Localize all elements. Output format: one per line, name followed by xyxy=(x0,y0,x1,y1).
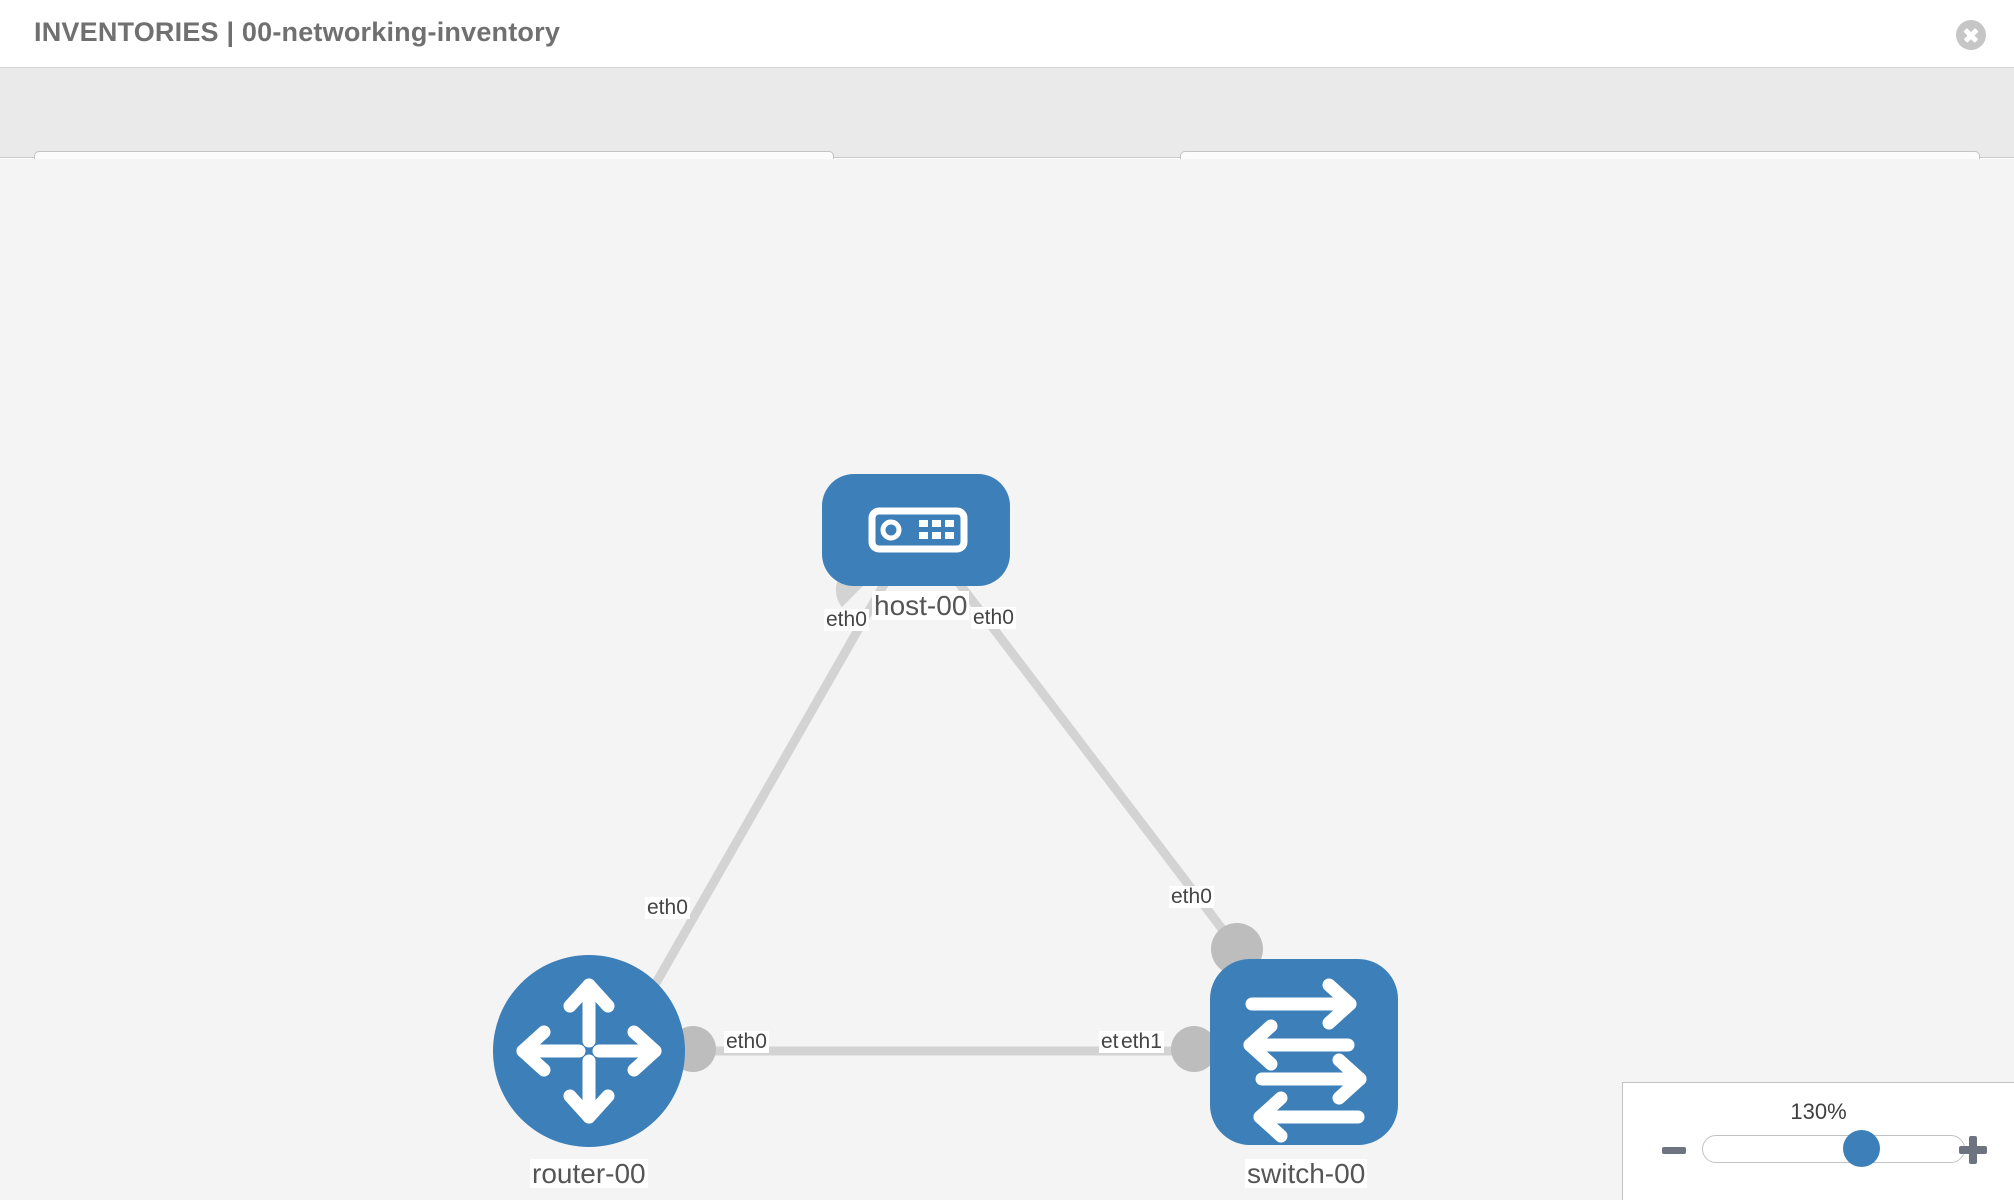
zoom-slider-thumb[interactable] xyxy=(1843,1130,1880,1167)
close-icon[interactable] xyxy=(1956,20,1986,50)
iface-label-switch-left-b: eth1 xyxy=(1119,1030,1164,1054)
iface-label-host-left: eth0 xyxy=(824,608,869,632)
zoom-level-value: 130% xyxy=(1790,1099,1847,1124)
page-header: INVENTORIES | 00-networking-inventory xyxy=(0,0,2014,68)
zoom-control-panel: 130% xyxy=(1622,1082,2014,1200)
iface-label-router-right: eth0 xyxy=(724,1030,769,1054)
zoom-slider[interactable] xyxy=(1702,1130,1965,1167)
iface-label-router-up: eth0 xyxy=(645,896,690,920)
node-router-00[interactable] xyxy=(493,955,685,1147)
node-switch-00[interactable] xyxy=(1210,959,1398,1145)
topology-graph xyxy=(493,474,1398,1147)
node-host-00[interactable] xyxy=(822,474,1010,586)
node-label-host-00: host-00 xyxy=(872,590,970,621)
plus-icon[interactable] xyxy=(1958,1135,1988,1165)
node-label-router-00: router-00 xyxy=(530,1158,648,1189)
edge-host-router xyxy=(636,571,894,1014)
topology-canvas[interactable]: host-00 router-00 switch-00 eth0 eth0 et… xyxy=(0,159,2014,1200)
iface-label-host-right: eth0 xyxy=(971,606,1016,630)
page-title: INVENTORIES | 00-networking-inventory xyxy=(34,17,561,47)
toolbar: ACTIONS SEARCH xyxy=(0,68,2014,207)
topology-edges xyxy=(636,571,1249,1056)
iface-label-switch-up: eth0 xyxy=(1169,885,1214,909)
connector-switch-left xyxy=(1171,1026,1217,1072)
minus-icon[interactable] xyxy=(1659,1135,1689,1165)
node-label-switch-00: switch-00 xyxy=(1245,1158,1368,1189)
